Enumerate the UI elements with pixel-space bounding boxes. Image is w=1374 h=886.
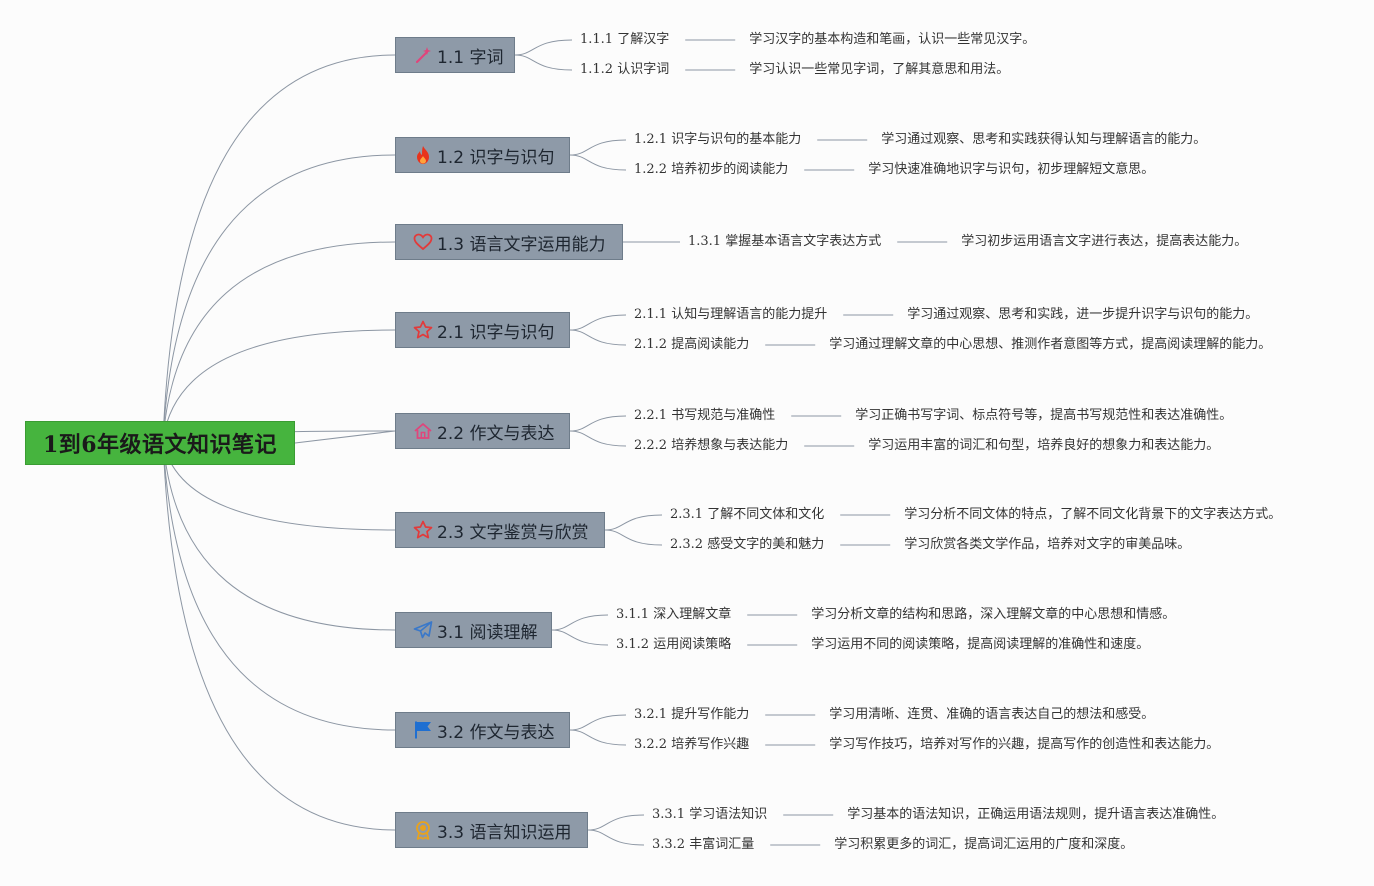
leaf-description[interactable]: 学习分析文章的结构和思路，深入理解文章的中心思想和情感。 xyxy=(811,607,1176,622)
branch-node[interactable]: 2.2 作文与表达 xyxy=(395,413,570,449)
leaf-node[interactable]: 2.3.1 了解不同文体和文化 xyxy=(670,507,825,522)
leaf-node[interactable]: 1.1.2 认识字词 xyxy=(580,62,670,77)
leaf-description[interactable]: 学习汉字的基本构造和笔画，认识一些常见汉字。 xyxy=(749,32,1036,47)
root-branch-connector xyxy=(162,439,396,831)
branch-label: 1.2 识字与识句 xyxy=(437,147,555,168)
leaf-node[interactable]: 1.2.2 培养初步的阅读能力 xyxy=(634,162,789,177)
leaf-node[interactable]: 1.2.1 识字与识句的基本能力 xyxy=(634,132,802,147)
leaf-description[interactable]: 学习正确书写字词、标点符号等，提高书写规范性和表达准确性。 xyxy=(855,408,1233,423)
leaf-node[interactable]: 1.3.1 掌握基本语言文字表达方式 xyxy=(688,234,882,249)
branch-leaf-connector xyxy=(569,329,627,346)
leaf-description[interactable]: 学习通过理解文章的中心思想、推测作者意图等方式，提高阅读理解的能力。 xyxy=(829,337,1272,352)
root-branch-connector xyxy=(162,329,396,441)
magic-wand-icon xyxy=(412,44,434,66)
branch-leaf-connector xyxy=(569,714,627,731)
root-straight-connector xyxy=(294,430,396,444)
flag-icon xyxy=(412,719,434,741)
heart-icon xyxy=(412,231,434,253)
branch-leaf-connector xyxy=(551,614,609,631)
branch-leaf-connector xyxy=(569,729,627,746)
branch-label: 3.1 阅读理解 xyxy=(437,622,538,643)
branch-label: 3.3 语言知识运用 xyxy=(437,822,572,843)
leaf-node[interactable]: 2.3.2 感受文字的美和魅力 xyxy=(670,537,825,552)
branch-label: 3.2 作文与表达 xyxy=(437,722,555,743)
branch-label: 2.1 识字与识句 xyxy=(437,322,555,343)
branch-node[interactable]: 3.1 阅读理解 xyxy=(395,612,552,648)
leaf-description[interactable]: 学习写作技巧，培养对写作的兴趣，提高写作的创造性和表达能力。 xyxy=(829,737,1220,752)
leaf-node[interactable]: 2.2.2 培养想象与表达能力 xyxy=(634,438,789,453)
leaf-node[interactable]: 3.3.2 丰富词汇量 xyxy=(652,837,755,852)
branch-node[interactable]: 2.3 文字鉴赏与欣赏 xyxy=(395,512,605,548)
branch-leaf-connector xyxy=(569,314,627,331)
branch-node[interactable]: 1.2 识字与识句 xyxy=(395,137,570,173)
root-branch-connector xyxy=(162,241,396,441)
home-icon xyxy=(412,420,434,442)
leaf-description[interactable]: 学习用清晰、连贯、准确的语言表达自己的想法和感受。 xyxy=(829,707,1155,722)
leaf-node[interactable]: 3.3.1 学习语法知识 xyxy=(652,807,768,822)
branch-node[interactable]: 1.1 字词 xyxy=(395,37,515,73)
branch-leaf-connector xyxy=(604,529,663,546)
branch-leaf-connector xyxy=(514,54,573,71)
branch-leaf-connector xyxy=(569,430,627,447)
root-branch-connector xyxy=(162,439,396,631)
branch-leaf-connector xyxy=(569,139,627,156)
branch-leaf-connector xyxy=(569,415,627,432)
branch-leaf-connector xyxy=(587,814,645,831)
leaf-description[interactable]: 学习欣赏各类文学作品，培养对文字的审美品味。 xyxy=(904,537,1191,552)
branch-leaf-connector xyxy=(587,829,645,846)
leaf-description[interactable]: 学习积累更多的词汇，提高词汇运用的广度和深度。 xyxy=(834,837,1134,852)
branch-leaf-connector xyxy=(514,39,573,56)
branch-label: 1.3 语言文字运用能力 xyxy=(437,234,606,255)
branch-label: 2.3 文字鉴赏与欣赏 xyxy=(437,522,589,543)
branch-leaf-connector xyxy=(551,629,609,646)
leaf-node[interactable]: 1.1.1 了解汉字 xyxy=(580,32,670,47)
leaf-node[interactable]: 3.1.1 深入理解文章 xyxy=(616,607,732,622)
branch-leaf-connector xyxy=(604,514,663,531)
leaf-description[interactable]: 学习快速准确地识字与识句，初步理解短文意思。 xyxy=(868,162,1155,177)
star-icon xyxy=(412,319,434,341)
branch-leaf-connector xyxy=(569,154,627,171)
root-node[interactable]: 1到6年级语文知识笔记 xyxy=(25,421,295,465)
leaf-description[interactable]: 学习通过观察、思考和实践，进一步提升识字与识句的能力。 xyxy=(907,307,1259,322)
branch-label: 1.1 字词 xyxy=(437,47,504,68)
leaf-description[interactable]: 学习运用丰富的词汇和句型，培养良好的想象力和表达能力。 xyxy=(868,438,1220,453)
leaf-description[interactable]: 学习运用不同的阅读策略，提高阅读理解的准确性和速度。 xyxy=(811,637,1150,652)
branch-node[interactable]: 1.3 语言文字运用能力 xyxy=(395,224,623,260)
leaf-description[interactable]: 学习通过观察、思考和实践获得认知与理解语言的能力。 xyxy=(881,132,1207,147)
leaf-description[interactable]: 学习分析不同文体的特点，了解不同文化背景下的文字表达方式。 xyxy=(904,507,1282,522)
branch-label: 2.2 作文与表达 xyxy=(437,423,555,444)
star-icon xyxy=(412,519,434,541)
leaf-description[interactable]: 学习基本的语法知识，正确运用语法规则，提升语言表达准确性。 xyxy=(847,807,1225,822)
paper-plane-icon xyxy=(412,619,434,641)
branch-node[interactable]: 3.3 语言知识运用 xyxy=(395,812,588,848)
root-branch-connector xyxy=(162,54,396,441)
leaf-node[interactable]: 2.2.1 书写规范与准确性 xyxy=(634,408,776,423)
fire-icon xyxy=(412,144,434,166)
branch-node[interactable]: 2.1 识字与识句 xyxy=(395,312,570,348)
leaf-node[interactable]: 2.1.2 提高阅读能力 xyxy=(634,337,750,352)
award-icon xyxy=(412,819,434,841)
root-branch-connector xyxy=(162,154,396,441)
leaf-node[interactable]: 2.1.1 认知与理解语言的能力提升 xyxy=(634,307,828,322)
leaf-description[interactable]: 学习初步运用语言文字进行表达，提高表达能力。 xyxy=(961,234,1248,249)
leaf-node[interactable]: 3.1.2 运用阅读策略 xyxy=(616,637,732,652)
leaf-node[interactable]: 3.2.2 培养写作兴趣 xyxy=(634,737,750,752)
leaf-description[interactable]: 学习认识一些常见字词，了解其意思和用法。 xyxy=(749,62,1010,77)
branch-node[interactable]: 3.2 作文与表达 xyxy=(395,712,570,748)
leaf-node[interactable]: 3.2.1 提升写作能力 xyxy=(634,707,750,722)
root-branch-connector xyxy=(162,439,396,731)
